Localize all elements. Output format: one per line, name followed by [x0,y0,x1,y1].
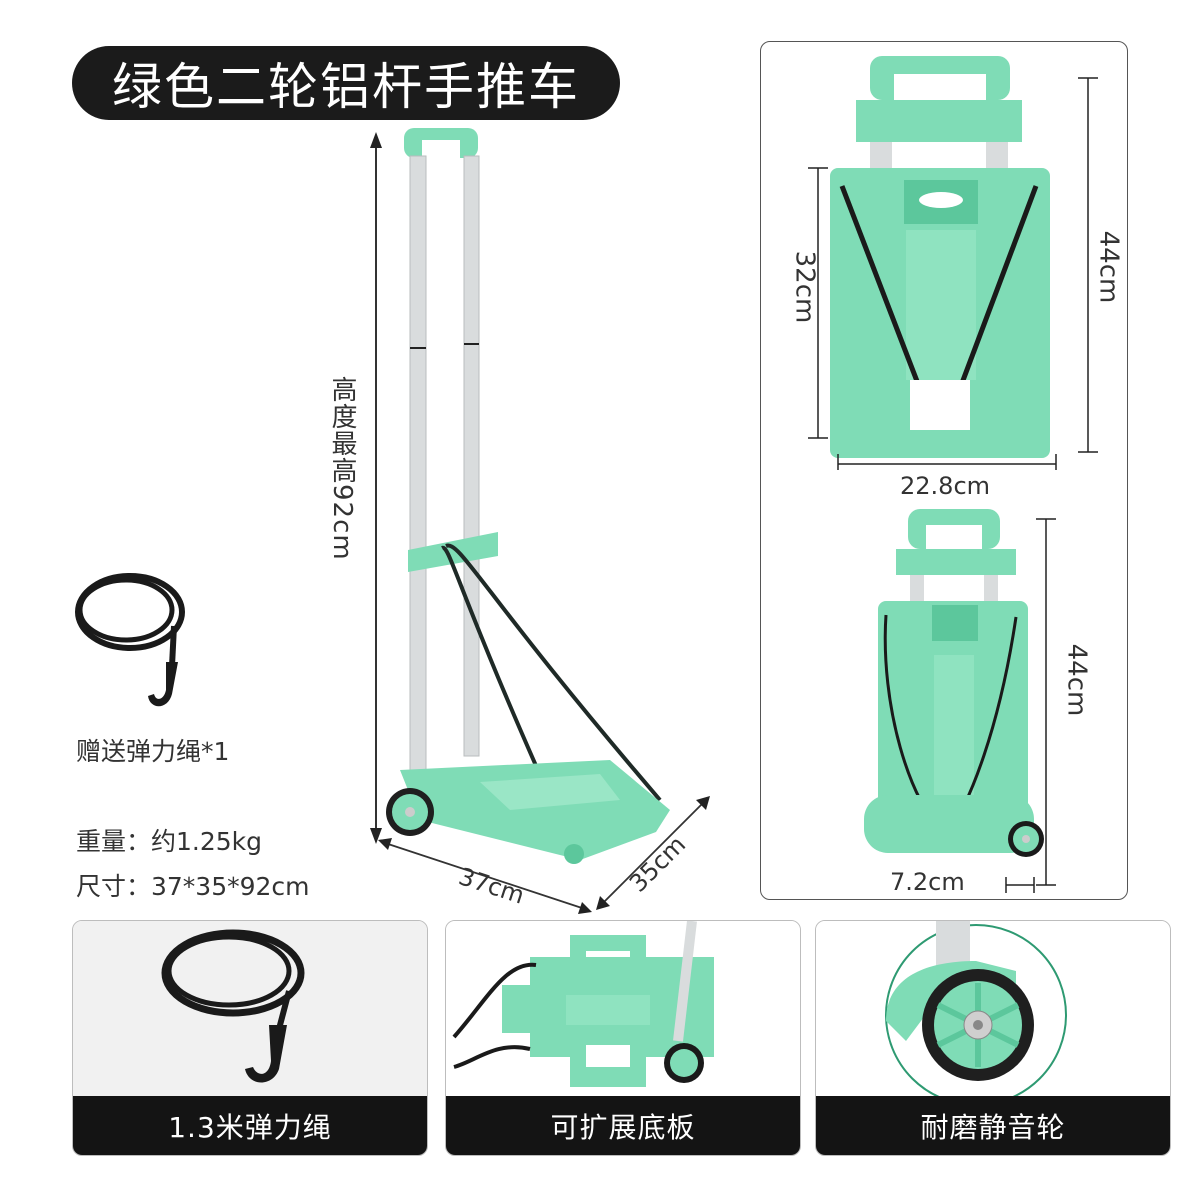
folded-front-width-label: 22.8cm [900,472,991,500]
feature-label: 可扩展底板 [550,1110,696,1144]
gift-label: 赠送弹力绳*1 [76,737,230,766]
height-dimension-label: 高度最高92cm [327,376,357,561]
bungee-cord-icon [75,573,185,707]
size-spec: 尺寸：37*35*92cm [76,872,310,901]
folded-front-height-label: 32cm [789,250,820,324]
feature-card-base: 可扩展底板 [445,920,801,1156]
folded-dimensions-panel [760,41,1128,900]
folded-side-image [864,509,1056,893]
folded-side-depth-label: 7.2cm [890,868,965,896]
page-title: 绿色二轮铝杆手推车 [72,46,620,120]
feature-card-wheel: 耐磨静音轮 [815,920,1171,1156]
folded-front-total-height-label: 44cm [1093,230,1124,304]
bungee-cord-icon [161,929,305,1083]
silent-wheel-icon [885,921,1067,1106]
weight-spec: 重量：约1.25kg [76,827,263,856]
folded-side-height-label: 44cm [1061,643,1092,717]
feature-label: 耐磨静音轮 [920,1110,1066,1144]
feature-label: 1.3米弹力绳 [168,1110,332,1144]
trolley-main-image [370,128,710,914]
folded-front-image [808,56,1098,470]
feature-card-bungee: 1.3米弹力绳 [72,920,428,1156]
expandable-base-icon [452,921,714,1087]
title-text: 绿色二轮铝杆手推车 [112,58,580,116]
